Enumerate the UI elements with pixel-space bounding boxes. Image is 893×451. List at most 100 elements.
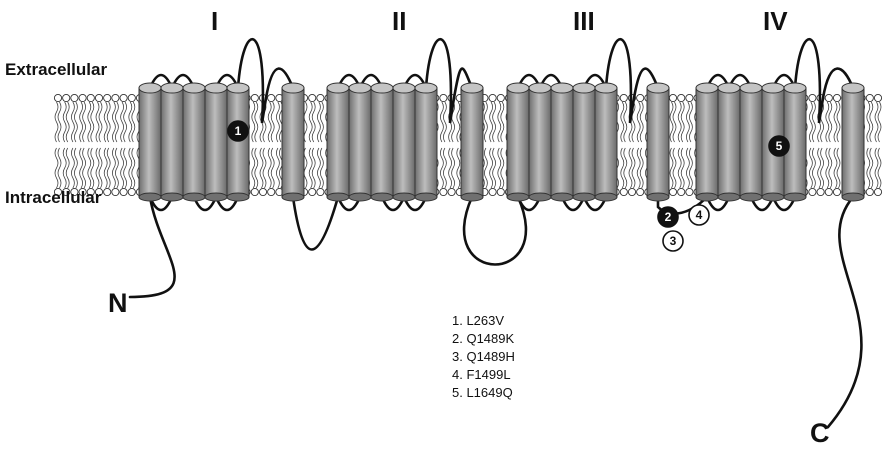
lipid-head [808,187,817,197]
mutation-marker: 3 [662,230,684,252]
lipid-tail [874,147,879,189]
lipid-tail [320,147,324,189]
transmembrane-helix [392,82,416,202]
lipid-head [111,187,120,197]
linker-i-ii [291,195,340,251]
helix-body [392,87,416,198]
lipid-tail [672,147,677,189]
transmembrane-helix [414,82,438,202]
lipid-head [865,187,874,197]
lipid-tail [489,101,493,143]
helix-top [138,82,162,94]
helix-body [695,87,719,198]
marker-circle [688,204,710,226]
marker-number: 1 [235,124,242,138]
helix-body [506,87,530,198]
mutation-legend: 1. L263V 2. Q1489K 3. Q1489H 4. F1499L 5… [452,312,515,402]
lipid-head [439,187,448,197]
lipid-tail [689,101,693,143]
helix-top [572,82,596,94]
lipid-head [70,93,79,103]
lipid-head [62,187,71,197]
lipid-tail [131,101,136,143]
helix-body [572,87,596,198]
helix-body [370,87,394,198]
lipid-tail [262,101,267,143]
lipid-tail [95,147,100,189]
marker-number: 3 [670,234,677,248]
lipid-head [873,93,883,103]
lipid-tail [103,101,108,143]
lipid-tail [631,147,636,189]
lipid-tail [267,147,272,189]
lipid-tail [90,101,95,143]
helix-bottom [226,192,250,202]
helix-body [326,87,350,198]
helix-body [841,87,865,198]
mutation-marker: 5 [768,135,790,157]
helix-bottom [646,192,670,202]
helix-body [182,87,206,198]
lipid-tail [836,147,841,189]
lipid-tail [869,147,874,189]
lipid-tail [497,147,502,189]
c-terminus-tail [826,195,863,429]
lipid-head [677,93,686,103]
helix-top [326,82,350,94]
lipid-tail [456,147,461,189]
lipid-head [619,187,628,197]
transmembrane-helix [160,82,184,202]
lipid-tail [276,101,280,143]
helix-body [414,87,438,198]
lipid-head [832,187,842,197]
lipid-tail [123,101,127,143]
lipid-tail [866,101,871,143]
marker-number: 5 [776,139,783,153]
lipid-tail [677,101,682,143]
lipid-head [619,93,628,103]
helix-bottom [204,192,228,202]
transmembrane-helix [226,82,250,202]
helix-bottom [460,192,484,202]
helix-top [392,82,416,94]
legend-item: 2. Q1489K [452,331,515,346]
lipid-tail [500,147,505,189]
lipid-tail [628,147,633,189]
lipid-tail [669,101,674,143]
helix-top [281,82,305,94]
lipid-head [824,187,833,197]
helix-bottom [370,192,394,202]
transmembrane-helix [695,82,719,202]
lipid-tail [833,147,838,189]
lipid-head [103,187,112,197]
lipid-head [78,93,87,103]
lipid-tail [489,147,493,189]
linker-ii-iii [462,195,528,266]
lipid-tail [809,147,813,189]
mutation-marker: 4 [688,204,710,226]
helix-top [841,82,865,94]
lipid-head [250,187,259,197]
lipid-tail [443,101,447,143]
transmembrane-helix [281,82,305,202]
lipid-tail [492,101,496,143]
lipid-tail [57,101,62,143]
transmembrane-helix [138,82,162,202]
lipid-tail [451,147,455,189]
lipid-tail [128,147,133,189]
transmembrane-helix [204,82,228,202]
lipid-tail [817,147,821,189]
lipid-tail [276,147,280,189]
helix-body [348,87,372,198]
helix-top [182,82,206,94]
lipid-tail [877,101,882,143]
lipid-tail [98,147,103,189]
lipid-tail [484,101,488,143]
legend-item: 1. L263V [452,313,505,328]
lipid-tail [251,147,256,189]
legend-item: 3. Q1489H [452,349,515,364]
lipid-tail [254,147,259,189]
lipid-head [677,187,686,197]
lipid-tail [500,101,505,143]
marker-number: 2 [665,210,672,224]
